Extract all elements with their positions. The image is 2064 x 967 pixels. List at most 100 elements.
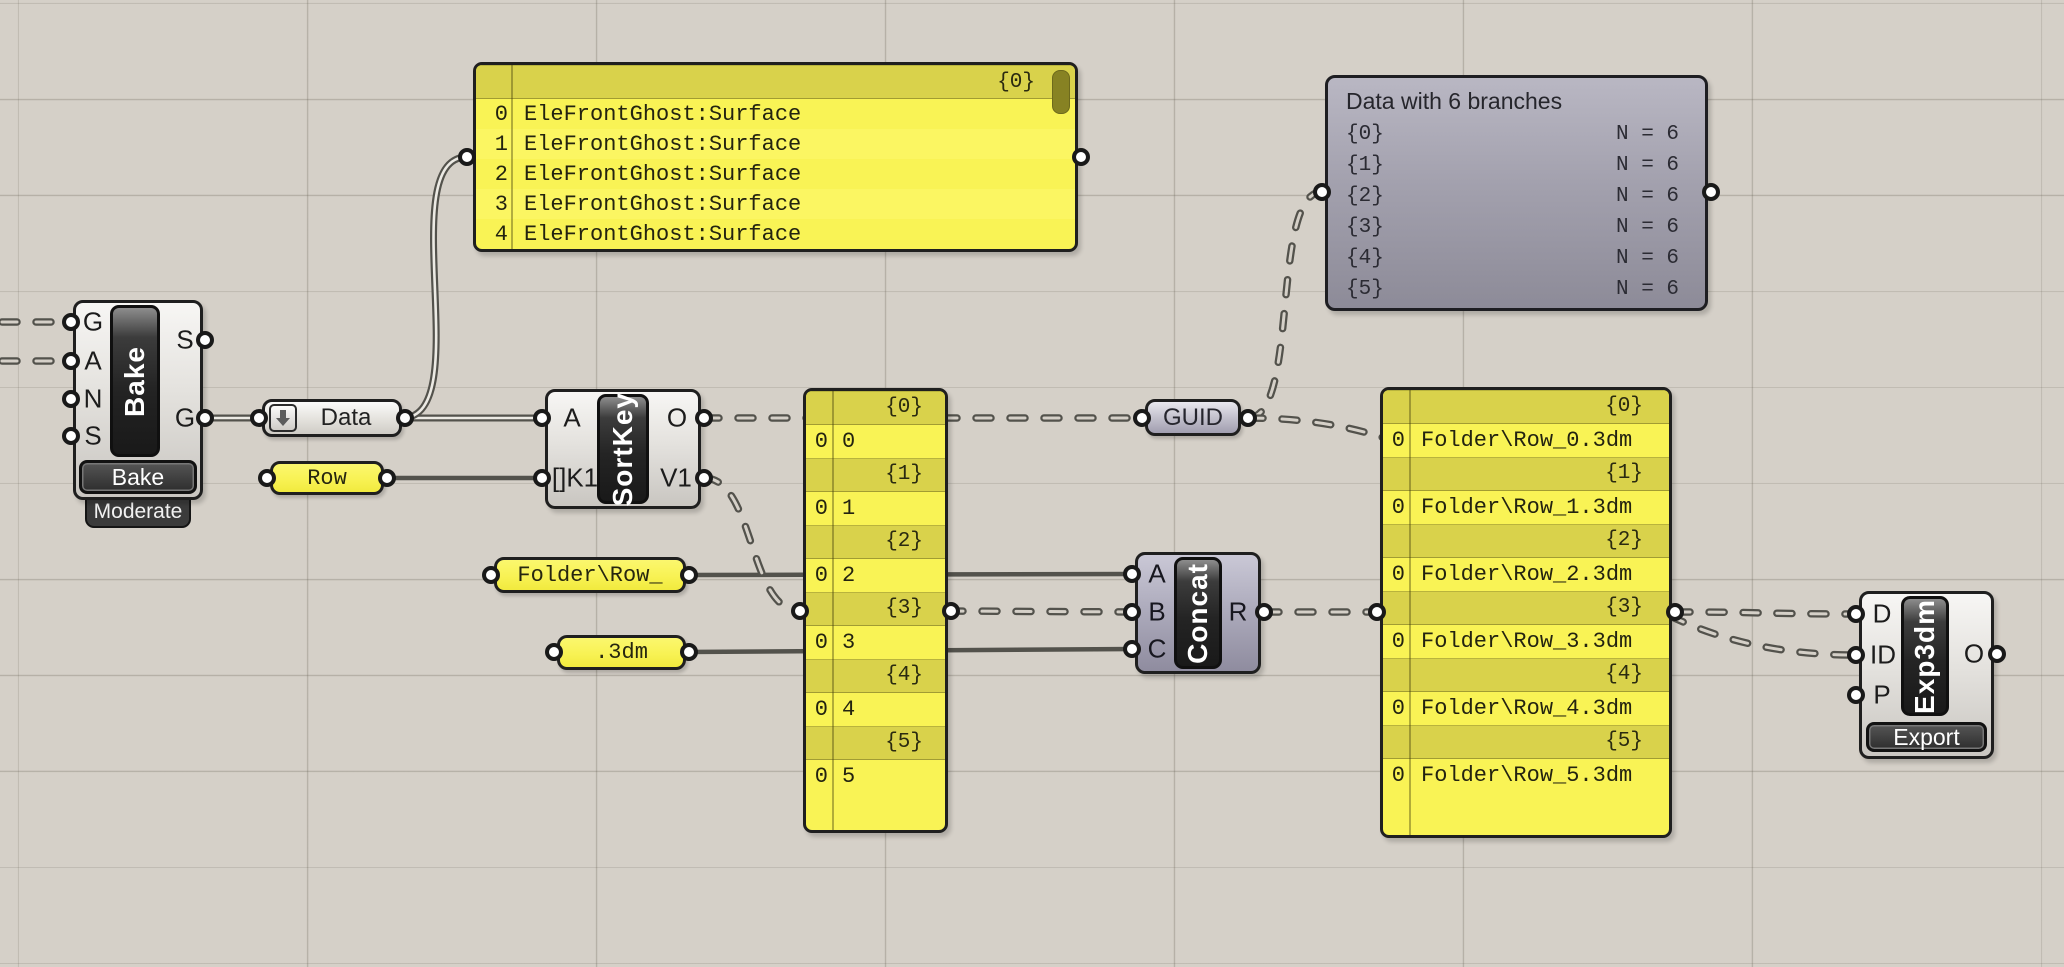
dm-param-value: .3dm [595, 640, 648, 665]
guid-input-port[interactable] [1133, 409, 1151, 427]
bake-button[interactable]: Bake [79, 460, 197, 494]
wire-data-to-top-panel[interactable] [398, 153, 471, 422]
exp3dm-output-port-o[interactable] [1988, 645, 2006, 663]
bake-component[interactable]: Moderate Bake G A N S S G Bake [62, 300, 214, 528]
sortkey-input-label-a: A [563, 402, 581, 433]
dm-input-port[interactable] [545, 643, 563, 661]
folder-param[interactable]: Folder\Row_ [482, 557, 698, 593]
wire-mid-panel-to-concatB[interactable] [944, 607, 1139, 616]
bake-input-label-a: A [84, 345, 102, 376]
tree-viewer-output-port[interactable] [1702, 183, 1720, 201]
sortkey-input-label-k1: []K1 [551, 462, 599, 493]
branch-header: {1} [1383, 457, 1669, 491]
download-icon[interactable] [269, 404, 297, 432]
wire-guid-to-tree-viewer[interactable] [1244, 188, 1326, 422]
guid-param[interactable]: GUID [1133, 399, 1257, 436]
exp3dm-input-label-id: ID [1870, 639, 1896, 670]
tree-viewer-row: {5}N = 6 [1346, 278, 1679, 301]
guid-param-label: GUID [1163, 403, 1223, 431]
exp3dm-input-port-d[interactable] [1847, 605, 1865, 623]
panel-index-divider [1409, 390, 1411, 835]
row-param[interactable]: Row [258, 461, 396, 495]
sortkey-input-port-a[interactable] [533, 409, 551, 427]
bake-input-port-n[interactable] [62, 390, 80, 408]
bake-input-port-g[interactable] [62, 313, 80, 331]
right-panel-input-port[interactable] [1368, 603, 1386, 621]
concat-output-port-r[interactable] [1255, 603, 1273, 621]
top-panel-input-port[interactable] [458, 148, 476, 166]
exp3dm-nameplate[interactable]: Exp3dm [1901, 596, 1949, 716]
data-input-port[interactable] [250, 409, 268, 427]
sortkey-output-port-o[interactable] [695, 409, 713, 427]
data-param-label: Data [320, 404, 372, 431]
branch-header: {0} [1383, 390, 1669, 424]
concat-component[interactable]: Concat A B C R [1123, 552, 1273, 674]
concat-nameplate[interactable]: Concat [1174, 557, 1222, 669]
data-output-port[interactable] [396, 409, 414, 427]
concat-input-port-b[interactable] [1123, 603, 1141, 621]
sortkey-output-port-v1[interactable] [695, 469, 713, 487]
bake-nameplate[interactable]: Bake [110, 305, 160, 457]
exp3dm-output-label-o: O [1963, 638, 1985, 669]
sortkey-nameplate[interactable]: SortKey [597, 392, 649, 506]
concat-output-label-r: R [1228, 596, 1248, 627]
exp3dm-input-port-id[interactable] [1847, 646, 1865, 664]
bake-moderate-tag: Moderate [85, 496, 191, 528]
branch-header: {0} [806, 391, 945, 425]
row-input-port[interactable] [258, 469, 276, 487]
bake-output-label-g: G [174, 402, 196, 433]
wire-right-panel-to-exp3dm-d[interactable] [1671, 608, 1860, 618]
dm-output-port[interactable] [680, 643, 698, 661]
mid-panel-output-port[interactable] [942, 602, 960, 620]
exp3dm-input-port-p[interactable] [1847, 686, 1865, 704]
row-param-body: Row [270, 461, 384, 495]
scrollbar-pill[interactable] [1052, 70, 1070, 114]
tree-viewer-row: {4}N = 6 [1346, 247, 1679, 270]
exp3dm-component[interactable]: Exp3dm D ID P O Export [1847, 591, 2006, 759]
sortkey-output-label-v1: V1 [660, 462, 692, 493]
bake-output-port-g[interactable] [196, 409, 214, 427]
concat-input-port-c[interactable] [1123, 640, 1141, 658]
sortkey-component[interactable]: SortKey A []K1 O V1 [533, 389, 713, 509]
concat-input-port-a[interactable] [1123, 565, 1141, 583]
tree-viewer-input-port[interactable] [1313, 183, 1331, 201]
export-button[interactable]: Export [1866, 722, 1987, 752]
data-param[interactable]: Data [250, 399, 414, 437]
bake-input-port-a[interactable] [62, 352, 80, 370]
guid-output-port[interactable] [1239, 409, 1257, 427]
wire-guid-to-exp3dm-id[interactable] [1244, 414, 1860, 659]
tree-viewer-body: Data with 6 branches {0}N = 6 {1}N = 6 {… [1325, 75, 1708, 311]
dm-param[interactable]: .3dm [545, 635, 698, 670]
tree-viewer-panel[interactable]: Data with 6 branches {0}N = 6 {1}N = 6 {… [1313, 75, 1720, 311]
row-param-value: Row [307, 465, 347, 491]
right-panel-output-port[interactable] [1666, 603, 1684, 621]
branch-header: {4} [1383, 658, 1669, 692]
mid-panel-input-port[interactable] [791, 602, 809, 620]
folder-input-port[interactable] [482, 566, 500, 584]
exp3dm-input-label-d: D [1872, 598, 1892, 629]
top-panel-output-port[interactable] [1072, 148, 1090, 166]
row-output-port[interactable] [378, 469, 396, 487]
folder-output-port[interactable] [680, 566, 698, 584]
panel-index-divider [511, 65, 513, 249]
sortkey-input-port-k1[interactable] [533, 469, 551, 487]
bake-input-port-s[interactable] [62, 427, 80, 445]
wire-sortkeyV1-to-mid-panel[interactable] [700, 474, 804, 615]
bake-output-port-s[interactable] [196, 331, 214, 349]
